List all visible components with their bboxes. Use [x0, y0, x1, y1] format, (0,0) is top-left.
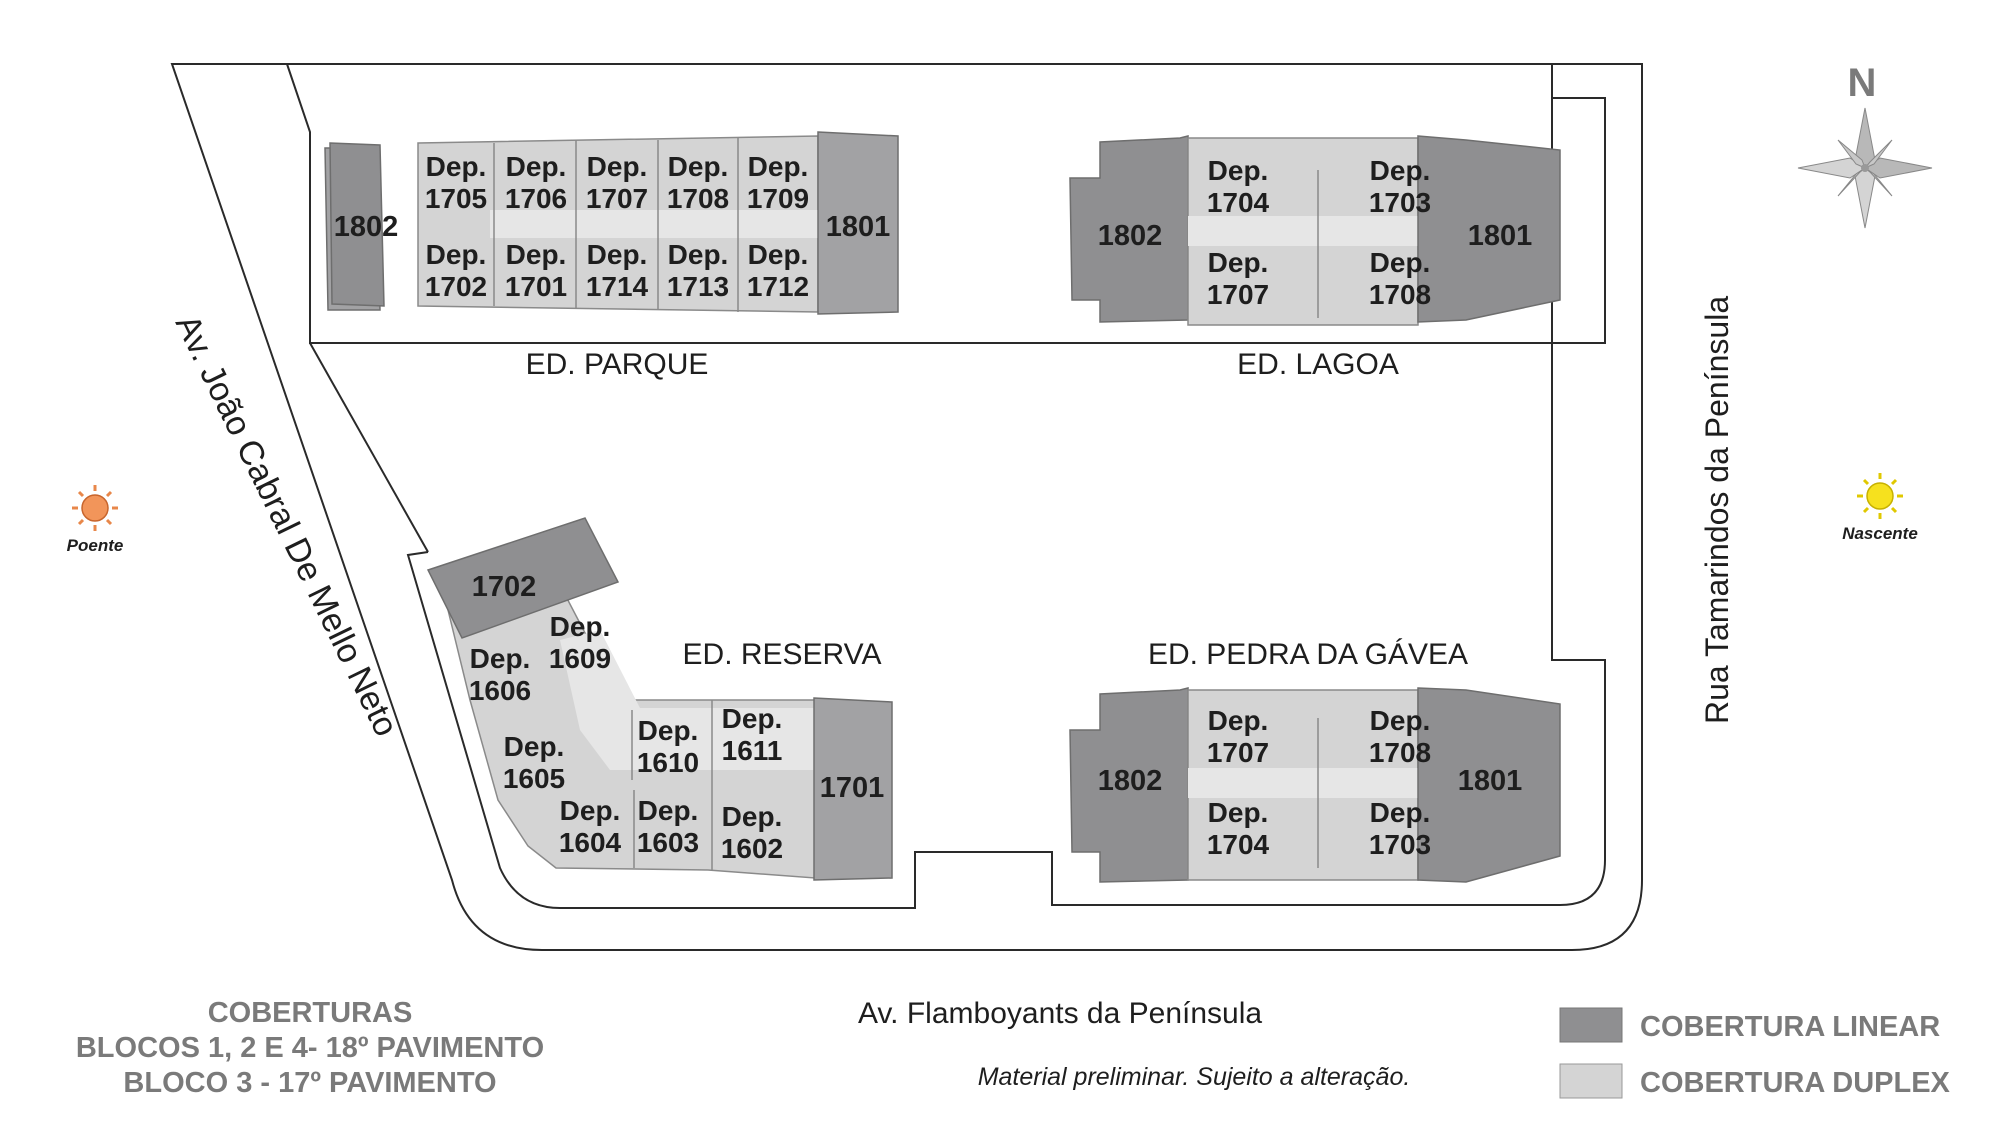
- parque-linear-left-shape: [329, 142, 385, 307]
- lagoa-name: ED. LAGOA: [1237, 348, 1399, 381]
- parque-unit-top-2: Dep.1706: [505, 151, 567, 214]
- parque-unit-top-5: Dep.1709: [747, 151, 809, 214]
- compass-north-label: N: [1848, 61, 1877, 105]
- lagoa-unit-top-1: Dep.1704: [1207, 155, 1270, 218]
- lagoa-linear-right-shape: [1417, 135, 1561, 323]
- compass-rose-icon: [1797, 107, 1933, 229]
- reserva-corridor: [560, 630, 820, 770]
- reserva-unit-1604: Dep.1604: [559, 795, 622, 858]
- legend-swatch-linear: [1559, 1007, 1623, 1043]
- site-west-edge: [309, 342, 429, 553]
- building-reserva: 1702 1701 Dep.1609 Dep.1606 Dep.1605 Dep…: [426, 517, 893, 881]
- reserva-linear-right-shape: [813, 697, 893, 881]
- lagoa-label-1802: 1802: [1098, 220, 1163, 252]
- legend-swatch-duplex: [1559, 1063, 1623, 1099]
- pedra-unit-bottom-2: Dep.1703: [1369, 797, 1431, 860]
- reserva-unit-1602: Dep.1602: [721, 801, 783, 864]
- legend-label-linear: COBERTURA LINEAR: [1640, 1011, 1940, 1043]
- sun-west-icon: [72, 485, 118, 531]
- reserva-unit-1610: Dep.1610: [637, 715, 699, 778]
- sun-east-label: Nascente: [1842, 524, 1918, 543]
- title-line-1: COBERTURAS: [208, 997, 413, 1029]
- parque-unit-top-3: Dep.1707: [586, 151, 648, 214]
- pedra-unit-top-2: Dep.1708: [1369, 705, 1431, 768]
- building-lagoa: 1802 1801 Dep.1704 Dep.1703 Dep.1707 Dep…: [1069, 135, 1561, 381]
- sun-east-icon: [1857, 473, 1903, 519]
- reserva-name: ED. RESERVA: [683, 638, 882, 671]
- title-line-3: BLOCO 3 - 17º PAVIMENTO: [123, 1067, 496, 1099]
- parque-unit-bottom-4: Dep.1713: [667, 239, 729, 302]
- pedra-name: ED. PEDRA DA GÁVEA: [1148, 638, 1468, 671]
- reserva-unit-1605: Dep.1605: [503, 731, 565, 794]
- pedra-label-1801: 1801: [1458, 765, 1523, 797]
- pedra-corridor: [1188, 768, 1418, 798]
- street-east: Rua Tamarindos da Península: [1699, 296, 1735, 724]
- site-inner-boundary-south: [406, 98, 1606, 909]
- reserva-unit-1603: Dep.1603: [637, 795, 699, 858]
- pedra-unit-bottom-1: Dep.1704: [1207, 797, 1270, 860]
- title-line-2: BLOCOS 1, 2 E 4- 18º PAVIMENTO: [76, 1032, 544, 1064]
- reserva-label-1702: 1702: [472, 571, 537, 603]
- reserva-unit-1606: Dep.1606: [469, 643, 531, 706]
- parque-unit-bottom-3: Dep.1714: [586, 239, 649, 302]
- pedra-linear-right-shape: [1417, 687, 1561, 883]
- pedra-label-1802: 1802: [1098, 765, 1163, 797]
- street-west: Av. João Cabral De Mello Neto: [168, 309, 405, 742]
- reserva-unit-1609: Dep.1609: [549, 611, 611, 674]
- parque-unit-bottom-2: Dep.1701: [505, 239, 567, 302]
- parque-label-1801: 1801: [826, 211, 891, 243]
- parque-linear-right-shape: [817, 131, 899, 315]
- lagoa-unit-bottom-1: Dep.1707: [1207, 247, 1269, 310]
- building-pedra-da-gavea: 1802 1801 Dep.1707 Dep.1708 Dep.1704 Dep…: [1069, 638, 1561, 883]
- parque-unit-top-1: Dep.1705: [425, 151, 487, 214]
- parque-unit-bottom-5: Dep.1712: [747, 239, 809, 302]
- parque-name: ED. PARQUE: [526, 348, 709, 381]
- parque-corridor: [490, 210, 818, 238]
- parque-label-1802: 1802: [334, 211, 399, 243]
- site-outer-boundary: [170, 63, 1643, 951]
- reserva-linear-top-shape: [426, 517, 620, 639]
- sun-west-label: Poente: [67, 536, 124, 555]
- lagoa-label-1801: 1801: [1468, 220, 1533, 252]
- reserva-unit-1611: Dep.1611: [722, 703, 783, 766]
- lagoa-unit-bottom-2: Dep.1708: [1369, 247, 1431, 310]
- reserva-label-1701: 1701: [820, 772, 885, 804]
- lagoa-corridor: [1188, 216, 1418, 246]
- pedra-unit-top-1: Dep.1707: [1207, 705, 1269, 768]
- lagoa-unit-top-2: Dep.1703: [1369, 155, 1431, 218]
- parque-unit-bottom-1: Dep.1702: [425, 239, 487, 302]
- disclaimer-text: Material preliminar. Sujeito a alteração…: [978, 1063, 1411, 1091]
- legend-label-duplex: COBERTURA DUPLEX: [1640, 1067, 1951, 1099]
- street-south: Av. Flamboyants da Península: [858, 997, 1262, 1030]
- parque-unit-top-4: Dep.1708: [667, 151, 729, 214]
- building-parque: 1802 1801 Dep.1705 Dep.1706 Dep.1707 Dep…: [324, 131, 899, 381]
